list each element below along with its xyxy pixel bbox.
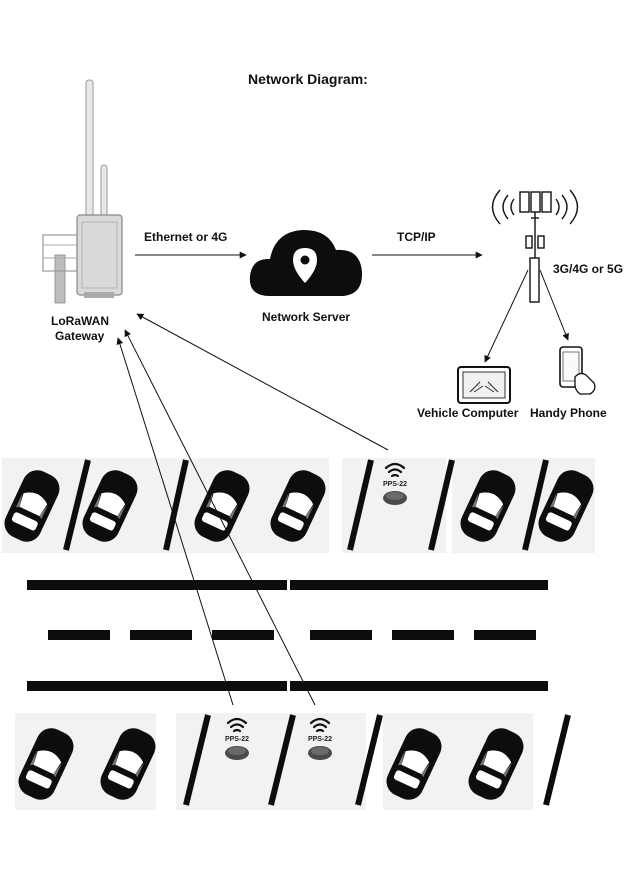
gateway-label-line2: Gateway — [55, 329, 105, 343]
svg-text:PPS-22: PPS-22 — [308, 736, 332, 743]
parking-sensor-icon: PPS-22 — [223, 717, 251, 762]
diagram-title: Network Diagram: — [248, 71, 368, 87]
road-markings — [27, 580, 548, 691]
link-label-server-tower: TCP/IP — [397, 230, 436, 244]
vehicle-computer-label: Vehicle Computer — [417, 406, 519, 420]
cloud-server-icon — [249, 229, 363, 296]
lower-parking-row — [13, 713, 571, 810]
upper-parking-row — [0, 458, 599, 553]
link-label-gateway-server: Ethernet or 4G — [144, 230, 228, 244]
parking-sensor-icon: PPS-22 — [306, 717, 334, 762]
link-label-tower-devices: 3G/4G or 5G — [553, 262, 624, 276]
connector-tower-monitor — [484, 269, 529, 363]
gateway-label-line1: LoRaWAN — [51, 314, 109, 328]
monitor-icon — [457, 366, 511, 404]
parking-sensor-icon: PPS-22 — [381, 462, 409, 507]
gateway-icon — [42, 79, 123, 304]
gateway-label: LoRaWAN Gateway — [38, 314, 122, 344]
connector-tower-phone — [539, 269, 569, 341]
svg-text:PPS-22: PPS-22 — [383, 481, 407, 488]
connector-sensor-gateway — [116, 313, 389, 706]
network-server-label: Network Server — [262, 310, 351, 324]
handy-phone-label: Handy Phone — [530, 406, 607, 420]
svg-text:PPS-22: PPS-22 — [225, 736, 249, 743]
phone-icon — [559, 346, 596, 395]
cell-tower-icon — [491, 189, 579, 303]
